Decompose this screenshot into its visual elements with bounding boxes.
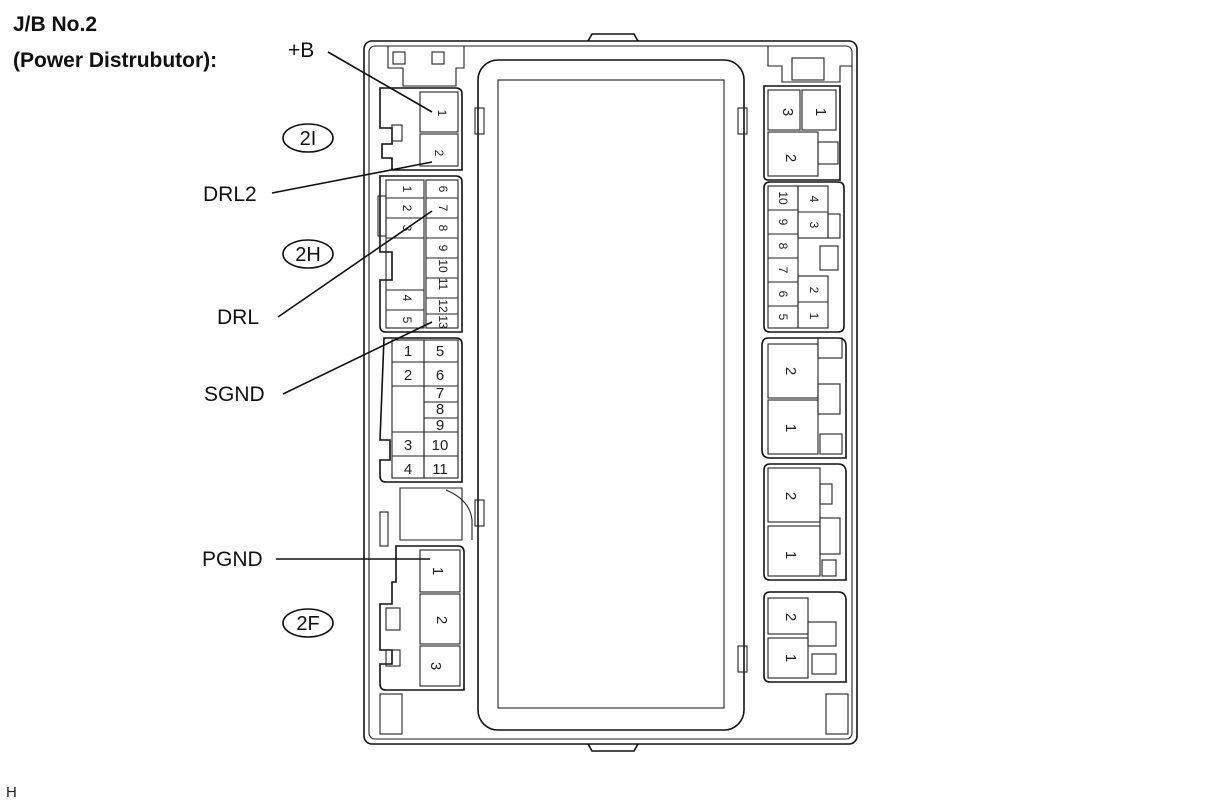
mid-pin-11: 11 bbox=[432, 461, 448, 478]
r4-pin-2: 2 bbox=[782, 492, 799, 500]
pin-2H-4: 4 bbox=[400, 295, 414, 302]
pin-2H-2: 2 bbox=[400, 205, 414, 212]
callout-pgnd: PGND bbox=[202, 548, 263, 571]
pin-2H-10: 10 bbox=[436, 259, 450, 273]
r2-pin-4: 4 bbox=[807, 196, 821, 203]
r2-pin-8: 8 bbox=[776, 243, 790, 250]
mid-pin-2: 2 bbox=[404, 367, 412, 384]
pin-2F-1: 1 bbox=[429, 567, 446, 575]
right-connector-r2-housing bbox=[763, 181, 845, 333]
r2-pin-3: 3 bbox=[807, 222, 821, 229]
mid-pin-5: 5 bbox=[436, 343, 444, 360]
r1-pin-3: 3 bbox=[779, 108, 796, 116]
r2-pin-5: 5 bbox=[776, 314, 790, 321]
mid-pin-7: 7 bbox=[436, 385, 444, 402]
svg-text:2F: 2F bbox=[296, 613, 319, 635]
connector-2H-pins: 1 2 3 4 5 6 7 8 9 10 11 12 13 bbox=[400, 186, 450, 329]
leader-drl2 bbox=[271, 161, 433, 194]
diagram-title-line1: J/B No.2 bbox=[13, 13, 97, 36]
connector-code-2H: 2H bbox=[282, 239, 334, 269]
r5-pin-2: 2 bbox=[782, 613, 799, 621]
junction-block-housing bbox=[363, 33, 858, 752]
pin-2H-6: 6 bbox=[436, 186, 450, 193]
r2-pin-6: 6 bbox=[776, 291, 790, 298]
r2-pin-2: 2 bbox=[807, 287, 821, 294]
central-fuse-window bbox=[474, 59, 748, 731]
svg-text:2I: 2I bbox=[300, 128, 317, 150]
pin-2H-11: 11 bbox=[436, 278, 450, 291]
right-connector-r3-housing bbox=[761, 337, 847, 459]
mid-pin-4: 4 bbox=[404, 461, 412, 478]
callout-sgnd: SGND bbox=[204, 383, 265, 406]
pin-2F-2: 2 bbox=[433, 616, 450, 624]
pin-2H-8: 8 bbox=[436, 225, 450, 232]
svg-text:2H: 2H bbox=[295, 244, 321, 266]
left-latch bbox=[379, 487, 473, 547]
right-connector-r2-pins: 10 9 8 7 6 5 4 3 2 1 bbox=[776, 191, 821, 320]
middle-left-connector-housing bbox=[379, 337, 463, 483]
right-connector-r5-housing bbox=[763, 591, 847, 683]
leader-plus-b bbox=[327, 51, 433, 113]
r2-pin-7: 7 bbox=[776, 267, 790, 274]
mid-pin-8: 8 bbox=[436, 401, 444, 418]
r2-pin-9: 9 bbox=[776, 219, 790, 226]
r3-pin-2: 2 bbox=[782, 367, 799, 375]
leader-drl bbox=[277, 210, 433, 318]
pin-2H-12: 12 bbox=[436, 299, 450, 313]
connector-code-2I: 2I bbox=[282, 123, 334, 153]
footer-mark: H bbox=[6, 784, 17, 801]
r3-pin-1: 1 bbox=[782, 424, 799, 432]
r2-pin-1: 1 bbox=[807, 313, 821, 320]
r2-pin-10: 10 bbox=[776, 191, 790, 205]
pin-2F-3: 3 bbox=[427, 662, 444, 670]
middle-left-connector-pins: 1 2 3 4 5 6 7 8 9 10 11 bbox=[404, 343, 449, 478]
callout-drl2: DRL2 bbox=[203, 183, 257, 206]
mid-pin-9: 9 bbox=[436, 417, 444, 434]
diagram-title-line2: (Power Distrubutor): bbox=[13, 49, 217, 72]
leader-sgnd bbox=[282, 321, 433, 395]
right-connector-r4-housing bbox=[763, 463, 847, 581]
r4-pin-1: 1 bbox=[782, 551, 799, 559]
mid-pin-10: 10 bbox=[432, 437, 449, 454]
connector-2I-housing bbox=[379, 87, 463, 171]
pin-2H-13: 13 bbox=[436, 315, 450, 329]
r1-pin-2: 2 bbox=[782, 154, 799, 162]
mid-pin-6: 6 bbox=[436, 367, 444, 384]
pin-2H-5: 5 bbox=[400, 317, 414, 324]
right-connector-r1-housing bbox=[763, 85, 841, 181]
r5-pin-1: 1 bbox=[782, 654, 799, 662]
pin-2I-1: 1 bbox=[435, 110, 449, 117]
callout-drl: DRL bbox=[217, 306, 259, 329]
mid-pin-3: 3 bbox=[404, 437, 412, 454]
callout-plus-b: +B bbox=[288, 39, 314, 62]
pin-2H-9: 9 bbox=[436, 245, 450, 252]
pin-2H-1: 1 bbox=[400, 186, 414, 193]
connector-2F-housing bbox=[379, 545, 465, 691]
r1-pin-1: 1 bbox=[812, 108, 829, 116]
connector-code-2F: 2F bbox=[282, 608, 334, 638]
mid-pin-1: 1 bbox=[404, 343, 412, 360]
pin-2I-2: 2 bbox=[432, 150, 446, 157]
pin-2H-7: 7 bbox=[436, 205, 450, 212]
